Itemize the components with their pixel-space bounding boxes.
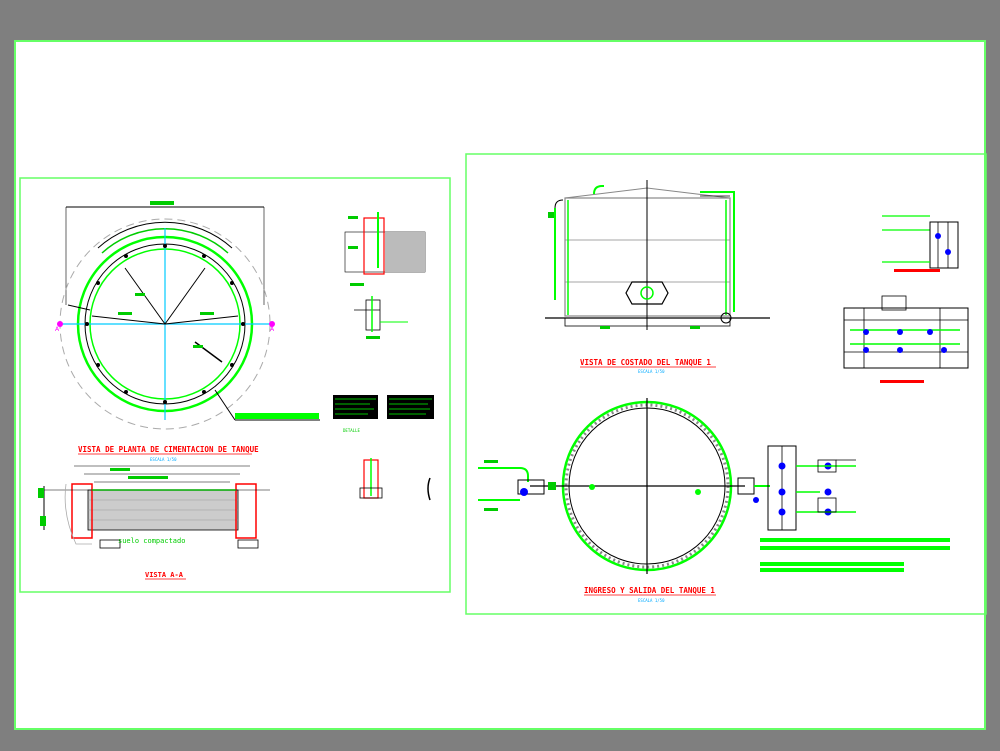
anchor-detail [344, 212, 426, 339]
right-panel-frame [465, 153, 987, 615]
tank-elevation [545, 180, 770, 330]
small-detail [359, 458, 431, 501]
piping-detail-lower [843, 295, 969, 383]
section-title: VISTA A-A [145, 571, 184, 579]
plan-title: VISTA DE PLANTA DE CIMENTACION DE TANQUE [78, 445, 259, 454]
plan-inout-scale: ESCALA 1/50 [638, 598, 665, 603]
plan-scale: ESCALA 1/50 [150, 457, 177, 462]
plan-inout-title: INGRESO Y SALIDA DEL TANQUE 1 [584, 586, 715, 595]
piping-detail-upper [882, 215, 959, 272]
marker-right: A [270, 326, 275, 333]
drawing-sheet [14, 40, 986, 730]
marker-left: A [55, 326, 60, 333]
section-aa [38, 465, 270, 549]
soil-label: suelo compactado [118, 537, 185, 545]
detail-label: DETALLE [343, 428, 360, 433]
spec-tables: DETALLE [333, 395, 434, 433]
foundation-plan: A A [55, 201, 320, 430]
tank-plan [478, 398, 950, 574]
elevation-scale: ESCALA 1/50 [638, 369, 665, 374]
elevation-title: VISTA DE COSTADO DEL TANQUE 1 [580, 358, 711, 367]
left-panel-frame [19, 177, 451, 593]
